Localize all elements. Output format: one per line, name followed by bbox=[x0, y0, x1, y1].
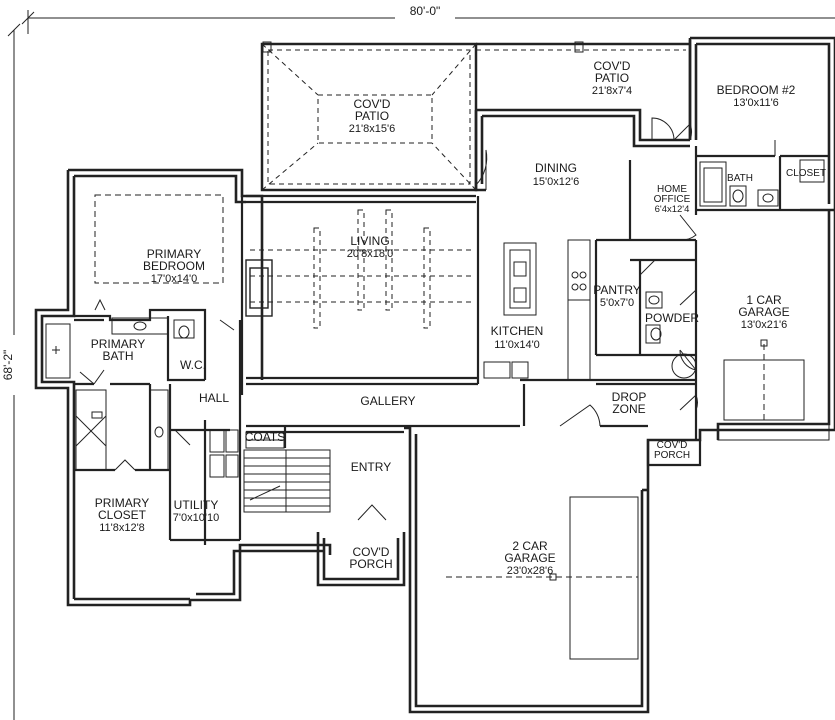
room-name-primary-closet-line-2: CLOSET bbox=[98, 508, 147, 522]
room-name-wc: W.C. bbox=[180, 358, 206, 372]
room-name-covd-patio-center-line-1: COV'D bbox=[354, 97, 391, 111]
room-dims-garage-1: 13'0x21'6 bbox=[741, 319, 787, 331]
room-label-closet: CLOSET bbox=[786, 168, 826, 179]
fireplace bbox=[245, 259, 273, 317]
room-name-covd-porch-front-line-2: PORCH bbox=[349, 557, 392, 571]
room-dims-covd-patio-top: 21'8x7'4 bbox=[592, 85, 632, 97]
room-name-home-office-line-2: OFFICE bbox=[654, 194, 691, 205]
room-name-bedroom-2: BEDROOM #2 bbox=[717, 83, 796, 97]
room-name-kitchen: KITCHEN bbox=[491, 324, 544, 338]
room-name-entry: ENTRY bbox=[351, 460, 391, 474]
room-name-garage-1-line-1: 1 CAR bbox=[746, 293, 782, 307]
room-name-utility: UTILITY bbox=[174, 498, 219, 512]
room-name-primary-bedroom-line-2: BEDROOM bbox=[143, 259, 205, 273]
room-name-garage-2-line-2: GARAGE bbox=[504, 551, 555, 565]
room-name-bath: BATH bbox=[727, 173, 753, 184]
room-name-drop-zone-line-1: DROP bbox=[612, 390, 647, 404]
primary-bath-fixtures bbox=[45, 317, 195, 471]
room-name-primary-bedroom-line-1: PRIMARY bbox=[147, 247, 201, 261]
room-dims-primary-closet: 11'8x12'8 bbox=[99, 522, 145, 534]
room-name-home-office-line-1: HOME bbox=[657, 184, 687, 195]
room-name-covd-patio-center-line-2: PATIO bbox=[355, 109, 389, 123]
stairs bbox=[243, 449, 331, 513]
overall-depth-label: 68'-2" bbox=[1, 350, 15, 381]
room-dims-primary-bedroom: 17'0x14'0 bbox=[151, 273, 197, 285]
room-label-bath: BATH bbox=[727, 173, 753, 184]
room-label-coats: COATS bbox=[245, 430, 285, 444]
interior-walls bbox=[74, 146, 829, 545]
room-dims-utility: 7'0x10'10 bbox=[173, 512, 219, 524]
room-name-gallery: GALLERY bbox=[360, 394, 415, 408]
room-label-entry: ENTRY bbox=[351, 460, 391, 474]
room-label-hall: HALL bbox=[199, 391, 229, 405]
primary-bedroom-tray bbox=[94, 194, 224, 284]
room-label-bedroom-2: BEDROOM #213'0x11'6 bbox=[717, 83, 796, 109]
room-label-powder: POWDER bbox=[645, 311, 699, 325]
room-name-primary-bath-line-1: PRIMARY bbox=[91, 337, 145, 351]
room-name-coats: COATS bbox=[245, 430, 285, 444]
room-label-gallery: GALLERY bbox=[360, 394, 415, 408]
room-dims-pantry: 5'0x7'0 bbox=[600, 297, 634, 309]
room-name-pantry: PANTRY bbox=[593, 283, 641, 297]
room-name-covd-patio-top-line-2: PATIO bbox=[595, 71, 629, 85]
overall-width-label: 80'-0" bbox=[410, 4, 441, 18]
room-name-covd-patio-top-line-1: COV'D bbox=[594, 59, 631, 73]
room-name-covd-porch-front-line-1: COV'D bbox=[353, 545, 390, 559]
room-dims-dining: 15'0x12'6 bbox=[533, 176, 579, 188]
room-name-primary-closet-line-1: PRIMARY bbox=[95, 496, 149, 510]
room-dims-garage-2: 23'0x28'6 bbox=[507, 565, 553, 577]
utility-fixtures bbox=[209, 429, 285, 478]
room-name-closet: CLOSET bbox=[786, 168, 826, 179]
room-name-garage-2-line-1: 2 CAR bbox=[512, 539, 548, 553]
room-name-hall: HALL bbox=[199, 391, 229, 405]
room-name-covd-porch-side-line-1: COV'D bbox=[657, 440, 688, 451]
room-name-powder: POWDER bbox=[645, 311, 699, 325]
living-ceiling-detail bbox=[250, 209, 474, 329]
exterior-walls bbox=[34, 36, 835, 714]
bath-fixtures bbox=[645, 159, 825, 344]
room-name-covd-porch-side-line-2: PORCH bbox=[654, 450, 690, 461]
door-swings bbox=[79, 117, 776, 521]
room-dims-covd-patio-center: 21'8x15'6 bbox=[349, 123, 395, 135]
room-name-garage-1-line-2: GARAGE bbox=[738, 305, 789, 319]
room-name-primary-bath-line-2: BATH bbox=[102, 349, 133, 363]
garage-details bbox=[446, 339, 830, 660]
room-name-dining: DINING bbox=[535, 161, 577, 175]
room-dims-living: 20'8x18'0 bbox=[347, 248, 393, 260]
room-dims-bedroom-2: 13'0x11'6 bbox=[733, 97, 779, 109]
room-dims-kitchen: 11'0x14'0 bbox=[494, 339, 540, 351]
kitchen-fixtures bbox=[483, 239, 591, 381]
room-dims-home-office: 6'4x12'4 bbox=[655, 204, 690, 215]
room-name-living: LIVING bbox=[350, 234, 389, 248]
porch-side-outline bbox=[646, 440, 702, 467]
room-label-wc: W.C. bbox=[180, 358, 206, 372]
room-name-drop-zone-line-2: ZONE bbox=[612, 402, 645, 416]
